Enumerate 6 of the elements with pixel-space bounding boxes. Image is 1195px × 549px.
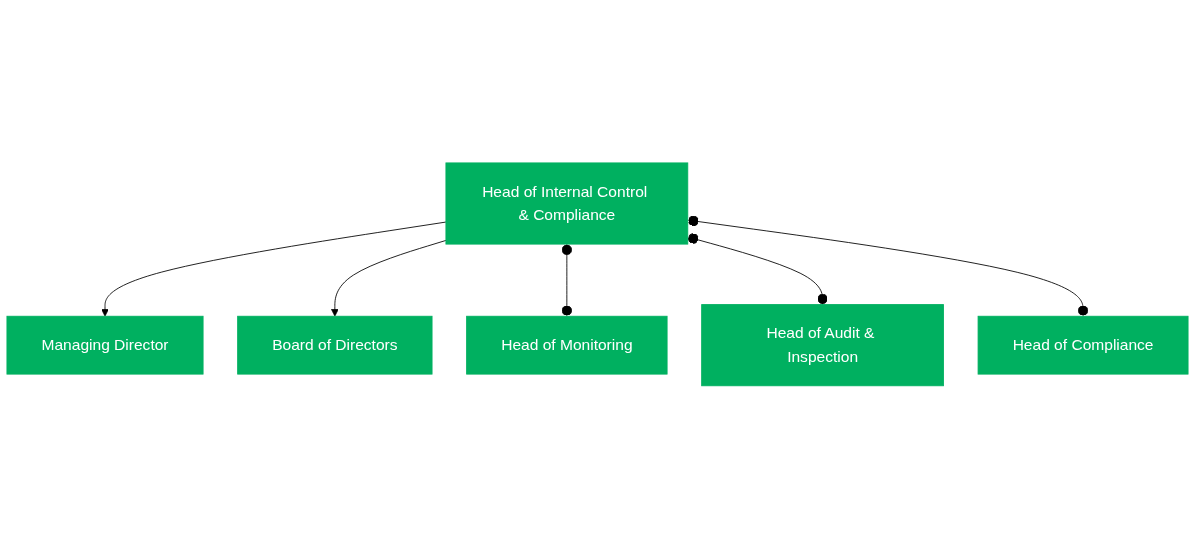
node-box: Head of Monitoring (466, 315, 668, 375)
node-box: Head of Audit & Inspection (701, 304, 944, 387)
node-box: Board of Directors (237, 315, 433, 375)
node-box: Head of Internal Control & Compliance (445, 162, 689, 245)
node-box: Managing Director (6, 315, 204, 375)
node-box: Head of Compliance (977, 315, 1189, 375)
